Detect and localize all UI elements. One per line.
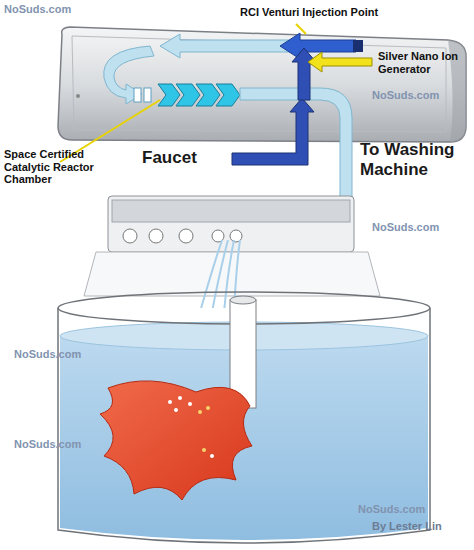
outlet-label: To Washing Machine [360,140,460,179]
leader-lines [60,24,306,162]
watermark: NoSuds.com [14,438,114,451]
watermark: NoSuds.com [14,348,114,361]
part-label: RCI Venturi Injection Point [240,6,430,19]
author-credit: By Lester Lin [372,520,472,533]
watermark: NoSuds.com [4,3,104,16]
part-label: Silver Nano Ion Generator [378,50,470,75]
inlet-label: Faucet [142,148,232,168]
flow-arrows [104,33,372,244]
watermark: NoSuds.com [372,221,472,234]
watermark: NoSuds.com [358,503,458,516]
red-cloth [100,381,252,500]
watermark: NoSuds.com [372,89,472,102]
part-label: Space Certified Catalytic Reactor Chambe… [4,148,122,186]
